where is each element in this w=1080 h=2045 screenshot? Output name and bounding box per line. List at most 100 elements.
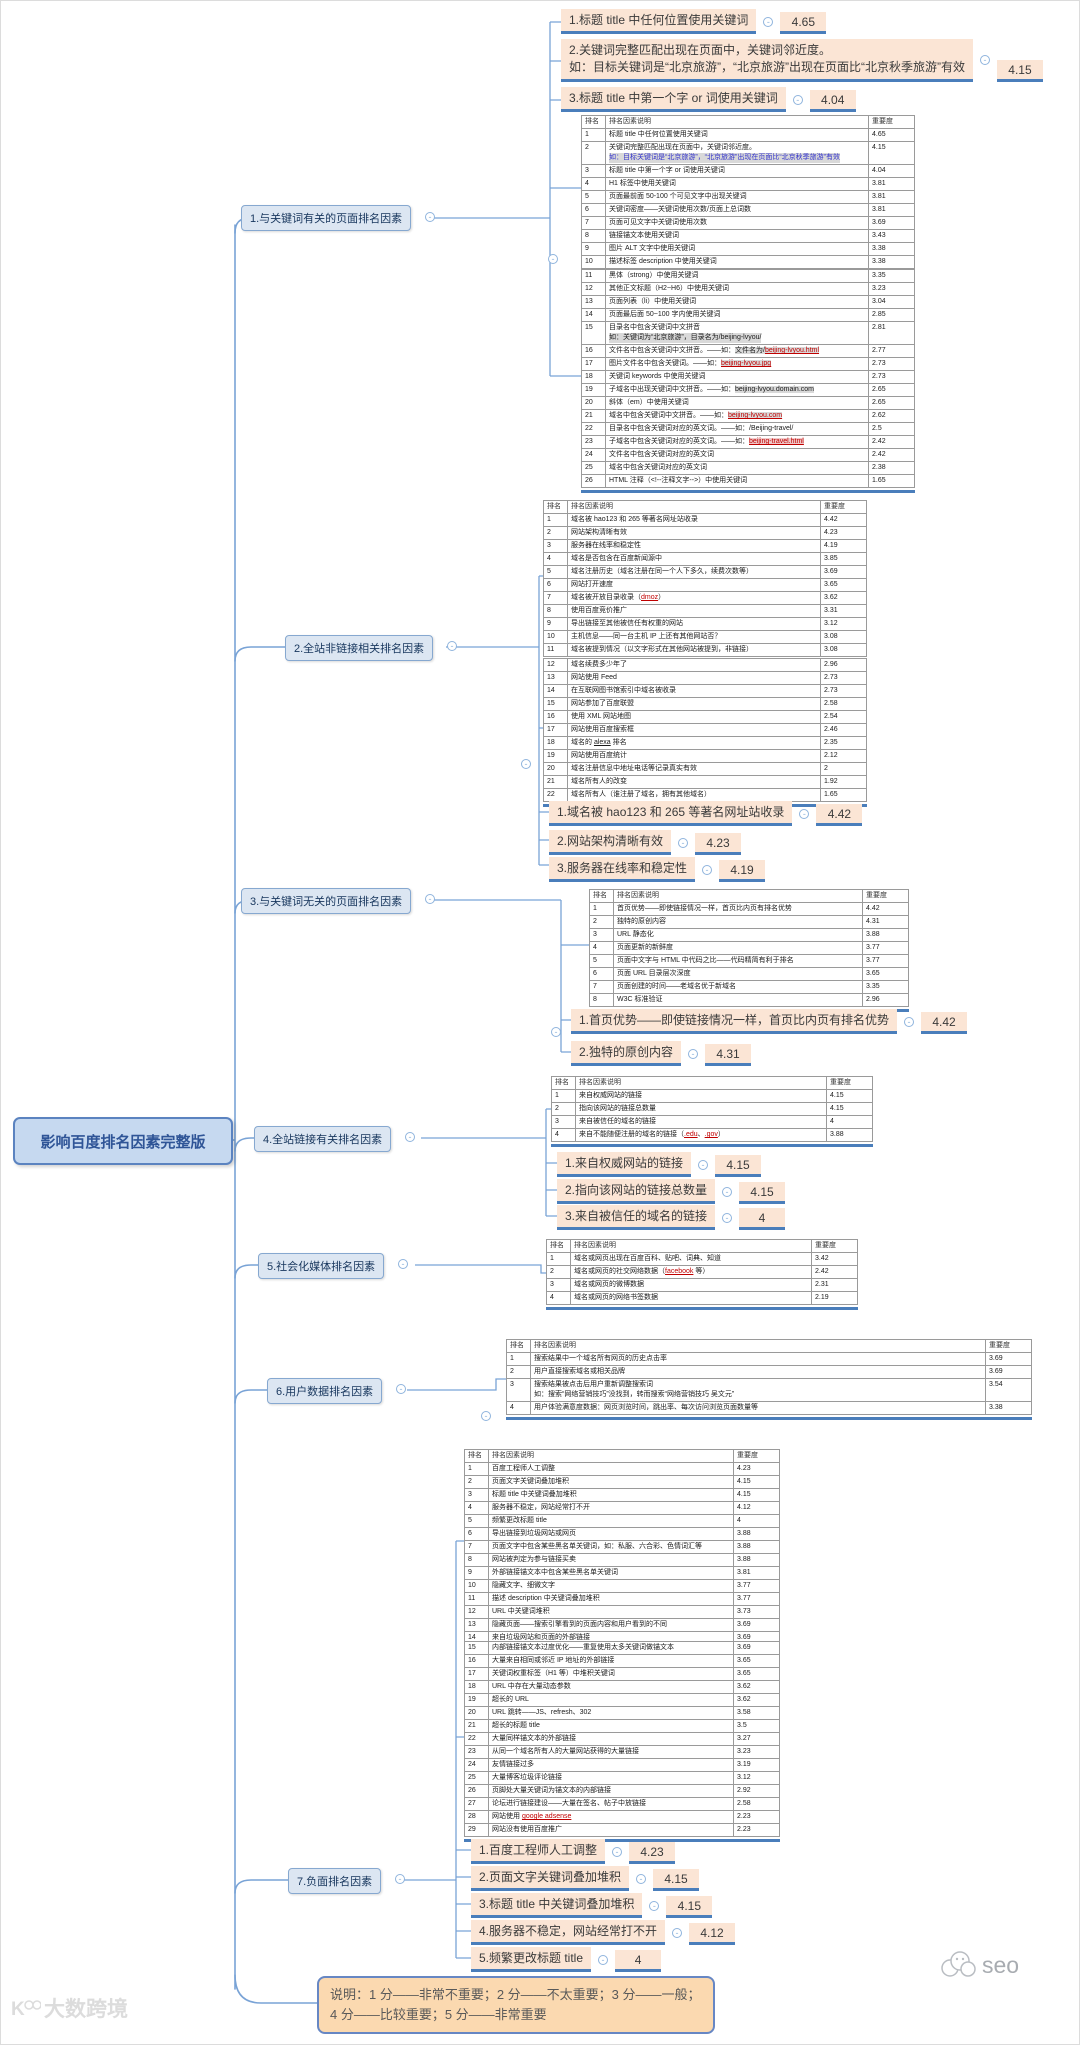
highlight-label[interactable]: 1.百度工程师人工调整 xyxy=(471,1839,606,1865)
highlight-label[interactable]: 2.关键词完整匹配出现在页面中，关键词邻近度。 如：目标关键词是“北京旅游”，“… xyxy=(561,39,973,82)
collapse-icon[interactable]: - xyxy=(395,1874,405,1884)
collapse-icon[interactable]: - xyxy=(649,1900,660,1911)
branch-label-3[interactable]: 3.与关键词无关的页面排名因素 xyxy=(241,888,412,914)
highlight-label[interactable]: 2.指向该网站的链接总数量 xyxy=(557,1179,716,1205)
highlight-label[interactable]: 3.服务器在线率和稳定性 xyxy=(549,857,696,883)
collapse-icon[interactable]: - xyxy=(678,837,689,848)
collapse-icon[interactable]: - xyxy=(551,1027,561,1037)
highlight-label[interactable]: 2.页面文字关键词叠加堆积 xyxy=(471,1866,630,1892)
highlight-label[interactable]: 5.频繁更改标题 title xyxy=(471,1947,592,1973)
collapse-icon[interactable]: - xyxy=(636,1873,647,1884)
collapse-icon[interactable]: - xyxy=(481,1411,491,1421)
highlight-node[interactable]: 1.百度工程师人工调整-4.23 xyxy=(471,1839,676,1865)
watermark-dashu-text: 大数跨境 xyxy=(44,1998,128,2021)
highlight-node[interactable]: 3.标题 title 中关键词叠加堆积-4.15 xyxy=(471,1893,713,1919)
highlight-value: 4 xyxy=(739,1208,786,1231)
collapse-icon[interactable]: - xyxy=(763,16,774,27)
collapse-icon[interactable]: - xyxy=(548,254,558,264)
highlight-node[interactable]: 2.独特的原创内容-4.31 xyxy=(571,1041,752,1067)
collapse-icon[interactable]: - xyxy=(447,641,457,651)
highlight-node[interactable]: 1.域名被 hao123 和 265 等著名网址站收录-4.42 xyxy=(549,801,863,827)
highlight-label[interactable]: 3.标题 title 中关键词叠加堆积 xyxy=(471,1893,643,1919)
collapse-icon[interactable]: - xyxy=(405,1132,415,1142)
highlight-label[interactable]: 1.标题 title 中任何位置使用关键词 xyxy=(561,9,757,35)
highlight-node[interactable]: 1.标题 title 中任何位置使用关键词-4.65 xyxy=(561,9,827,35)
collapse-icon[interactable]: - xyxy=(672,1927,683,1938)
branch-label-1[interactable]: 1.与关键词有关的页面排名因素 xyxy=(241,205,412,231)
highlight-label[interactable]: 4.服务器不稳定，网站经常打不开 xyxy=(471,1920,666,1946)
note-node[interactable]: 说明：1 分——非常不重要；2 分——不太重要；3 分——一般； 4 分——比较… xyxy=(317,1976,715,2035)
collapse-icon[interactable]: - xyxy=(722,1186,733,1197)
highlight-label[interactable]: 2.网站架构清晰有效 xyxy=(549,830,672,856)
collapse-icon[interactable]: - xyxy=(979,55,990,66)
collapse-icon[interactable]: - xyxy=(904,1016,915,1027)
table-header-row: 排名排名因素说明重要度 xyxy=(589,889,909,903)
highlight-node[interactable]: 4.服务器不稳定，网站经常打不开-4.12 xyxy=(471,1920,736,1946)
dashu-logo-icon: K xyxy=(11,1999,41,2020)
highlight-node[interactable]: 2.网站架构清晰有效-4.23 xyxy=(549,830,742,856)
highlight-label[interactable]: 2.独特的原创内容 xyxy=(571,1041,682,1067)
collapse-icon[interactable]: - xyxy=(425,212,435,222)
collapse-icon[interactable]: - xyxy=(612,1846,623,1857)
branch-label-2[interactable]: 2.全站非链接相关排名因素 xyxy=(285,635,434,661)
highlight-node[interactable]: 2.关键词完整匹配出现在页面中，关键词邻近度。 如：目标关键词是“北京旅游”，“… xyxy=(561,39,1043,82)
collapse-icon[interactable]: - xyxy=(799,808,810,819)
collapse-icon[interactable]: - xyxy=(698,1159,709,1170)
collapse-icon[interactable]: - xyxy=(396,1384,406,1394)
collapse-icon[interactable]: - xyxy=(688,1048,699,1059)
branch-label-5[interactable]: 5.社会化媒体排名因素 xyxy=(258,1253,385,1279)
collapse-icon[interactable]: - xyxy=(792,94,803,105)
highlight-node[interactable]: 1.来自权威网站的链接-4.15 xyxy=(557,1152,762,1178)
highlight-label[interactable]: 3.标题 title 中第一个字 or 词使用关键词 xyxy=(561,87,786,113)
highlight-label[interactable]: 1.域名被 hao123 和 265 等著名网址站收录 xyxy=(549,801,793,827)
highlight-value: 4.15 xyxy=(739,1182,786,1205)
highlight-node[interactable]: 2.指向该网站的链接总数量-4.15 xyxy=(557,1179,786,1205)
highlight-node[interactable]: 3.服务器在线率和稳定性-4.19 xyxy=(549,857,766,883)
collapse-icon[interactable]: - xyxy=(521,759,531,769)
branch-label-4[interactable]: 4.全站链接有关排名因素 xyxy=(254,1126,392,1152)
highlight-node[interactable]: 3.来自被信任的域名的链接-4 xyxy=(557,1205,786,1231)
collapse-icon[interactable]: - xyxy=(702,864,713,875)
collapse-icon[interactable]: - xyxy=(722,1212,733,1223)
collapse-icon[interactable]: - xyxy=(398,1259,408,1269)
branch-label-7[interactable]: 7.负面排名因素 xyxy=(288,1868,382,1894)
highlight-label[interactable]: 1.首页优势——即使链接情况一样，首页比内页有排名优势 xyxy=(571,1009,898,1035)
highlight-node[interactable]: 2.页面文字关键词叠加堆积-4.15 xyxy=(471,1866,700,1892)
highlight-node[interactable]: 5.频繁更改标题 title-4 xyxy=(471,1947,662,1973)
highlight-label[interactable]: 3.来自被信任的域名的链接 xyxy=(557,1205,716,1231)
highlight-label[interactable]: 1.来自权威网站的链接 xyxy=(557,1152,692,1178)
highlight-node[interactable]: 1.首页优势——即使链接情况一样，首页比内页有排名优势-4.42 xyxy=(571,1009,968,1035)
root-node[interactable]: 影响百度排名因素完整版 xyxy=(13,1117,233,1165)
highlight-node[interactable]: 3.标题 title 中第一个字 or 词使用关键词-4.04 xyxy=(561,87,856,113)
collapse-icon[interactable]: - xyxy=(598,1954,609,1965)
branch-label-6[interactable]: 6.用户数据排名因素 xyxy=(267,1378,383,1404)
collapse-icon[interactable]: - xyxy=(425,894,435,904)
